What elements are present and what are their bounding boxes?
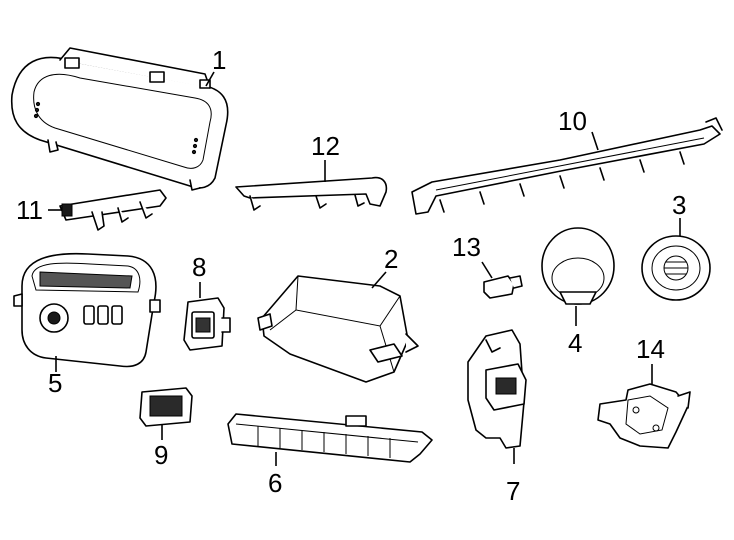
callout-5: 5	[48, 368, 62, 398]
callout-8: 8	[192, 252, 206, 282]
callout-4: 4	[568, 328, 582, 358]
callout-6: 6	[268, 468, 282, 498]
part-3-knob-ring[interactable]: 3	[641, 190, 711, 301]
part-4-knob[interactable]: 4	[541, 227, 615, 358]
callout-1: 1	[212, 45, 226, 75]
part-12-trim-bar[interactable]: 12	[235, 131, 388, 211]
callout-14: 14	[636, 334, 665, 364]
leader-2	[371, 271, 387, 289]
part-14-mounting-bracket[interactable]: 14	[597, 334, 691, 449]
callout-9: 9	[154, 440, 168, 470]
part-13-connector[interactable]: 13	[452, 232, 523, 299]
part-5-control-panel[interactable]: 5	[13, 252, 161, 398]
callout-10: 10	[558, 106, 587, 136]
callout-12: 12	[311, 131, 340, 161]
callout-2: 2	[384, 244, 398, 274]
part-7-bracket-module[interactable]: 7	[467, 329, 527, 506]
part-6-switch-bank[interactable]: 6	[227, 413, 433, 498]
leader-10	[591, 131, 599, 151]
part-10-harness[interactable]: 10	[411, 106, 723, 215]
callout-13: 13	[452, 232, 481, 262]
callout-11: 11	[16, 195, 43, 225]
leader-1	[205, 71, 215, 87]
leader-13	[481, 261, 493, 279]
part-8-switch-module[interactable]: 8	[183, 252, 231, 351]
part-2-housing[interactable]: 2	[257, 244, 419, 383]
part-11-bracket[interactable]: 11	[16, 189, 167, 231]
part-1-instrument-cluster[interactable]: 1	[10, 45, 229, 191]
part-9-switch-block[interactable]: 9	[139, 387, 193, 470]
callout-3: 3	[672, 190, 686, 220]
callout-7: 7	[506, 476, 520, 506]
